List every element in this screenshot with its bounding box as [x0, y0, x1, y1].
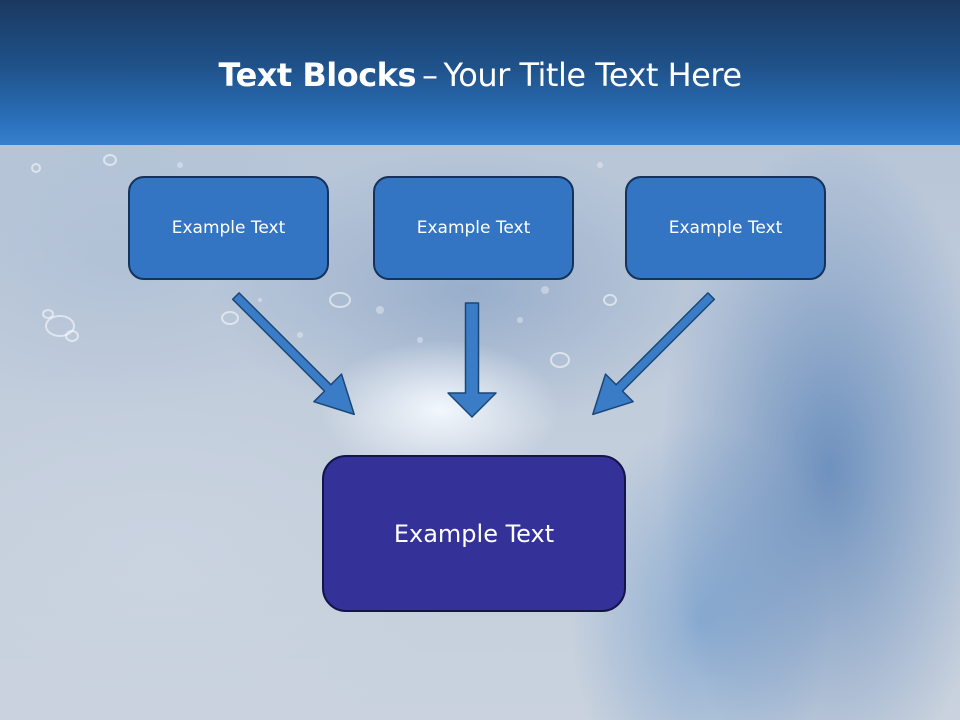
result-text-block[interactable]: Example Text — [322, 455, 626, 612]
slide-title: Text Blocks–Your Title Text Here — [0, 52, 960, 98]
title-dash: – — [421, 56, 438, 94]
text-block-center[interactable]: Example Text — [373, 176, 574, 280]
text-block-right-label: Example Text — [668, 218, 783, 238]
result-text-block-label: Example Text — [393, 519, 555, 548]
title-bold: Text Blocks — [218, 56, 416, 94]
arrow-left-down-icon — [231, 292, 355, 416]
title-bar — [0, 0, 960, 145]
title-rest: Your Title Text Here — [443, 56, 742, 94]
text-block-right[interactable]: Example Text — [625, 176, 826, 280]
text-block-left[interactable]: Example Text — [128, 176, 329, 280]
arrow-right-down-icon — [592, 292, 716, 416]
arrow-center-down-icon — [447, 302, 497, 418]
text-block-center-label: Example Text — [416, 218, 531, 238]
text-block-left-label: Example Text — [171, 218, 286, 238]
